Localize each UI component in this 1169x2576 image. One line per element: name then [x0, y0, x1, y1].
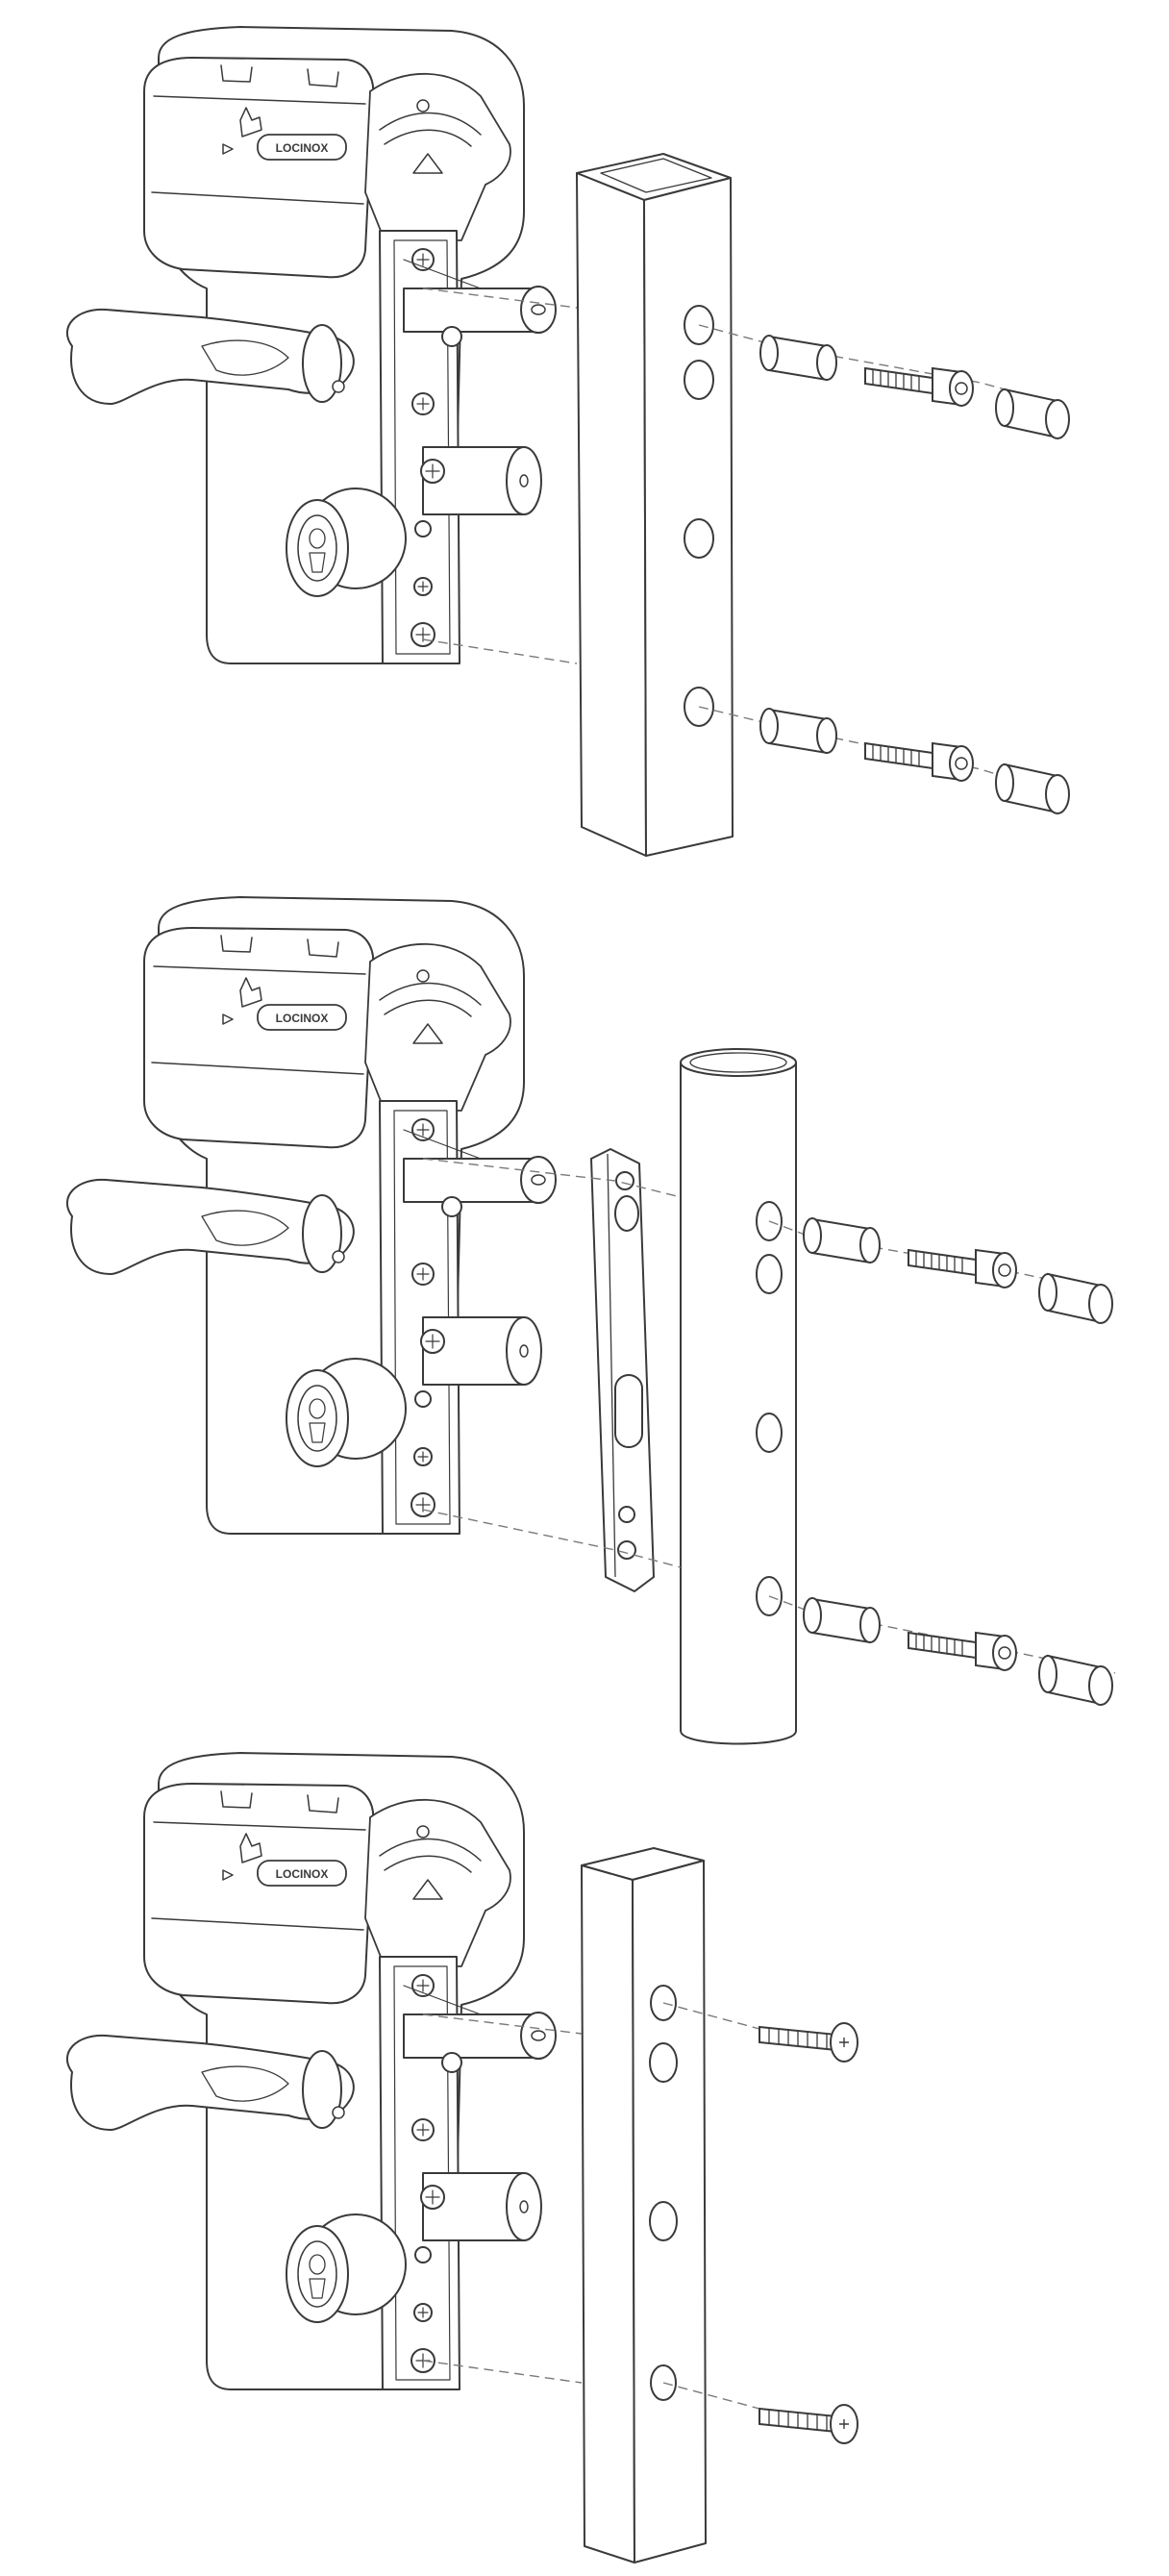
round-tube-post — [680, 1048, 797, 1745]
logo-text-3: LOCINOX — [276, 1867, 329, 1881]
hex-bolt-1a — [864, 367, 974, 407]
spacer-sleeve-1b — [759, 708, 837, 754]
adapter-plate — [590, 1148, 655, 1592]
panel-square-post — [65, 26, 1070, 857]
alignment-lines-1 — [422, 288, 1058, 794]
lock-body-3 — [65, 1752, 558, 2390]
panel-screw-post — [65, 1752, 858, 2563]
logo-text-1: LOCINOX — [276, 141, 329, 155]
logo-labels: LOCINOX LOCINOX LOCINOX — [276, 141, 329, 1881]
hex-bolt-2b — [908, 1632, 1017, 1671]
spacer-sleeve-1a — [759, 335, 837, 381]
cap-nut-2a — [1038, 1273, 1113, 1324]
cap-nut-1a — [995, 388, 1070, 439]
lock-body-1 — [65, 26, 558, 664]
logo-text-2: LOCINOX — [276, 1012, 329, 1025]
square-tube-post-3 — [581, 1847, 707, 2563]
self-tapping-screw-3a — [759, 2022, 858, 2063]
cap-nut-2b — [1038, 1655, 1113, 1706]
hex-bolt-2a — [908, 1249, 1017, 1288]
spacer-sleeve-2a — [803, 1217, 881, 1263]
self-tapping-screw-3b — [759, 2404, 858, 2444]
lock-body-2 — [65, 896, 558, 1535]
square-tube-post-1 — [576, 153, 734, 857]
cap-nut-1b — [995, 763, 1070, 814]
panel-round-post — [65, 896, 1116, 1745]
spacer-sleeve-2b — [803, 1597, 881, 1643]
hex-bolt-1b — [864, 742, 974, 782]
